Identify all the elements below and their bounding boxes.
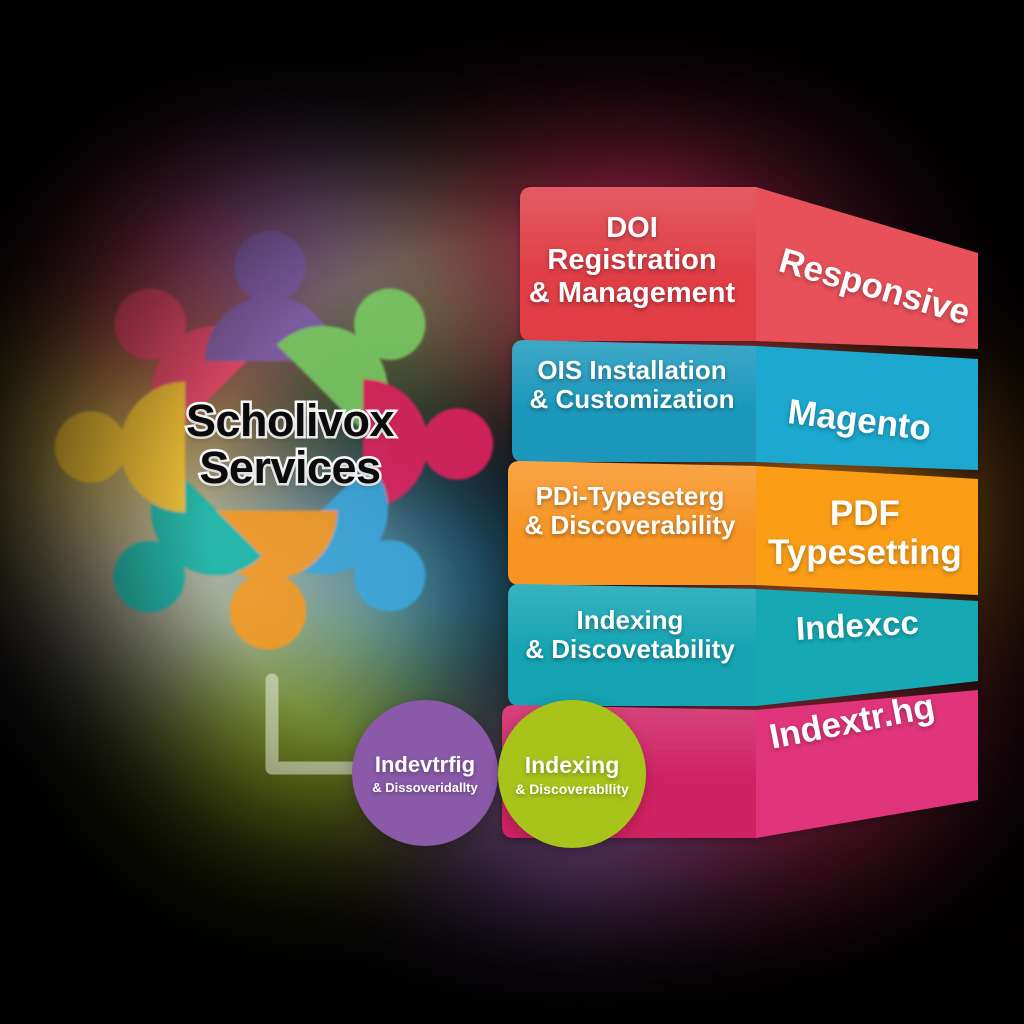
center-title-line2: Services — [197, 441, 384, 494]
circle-indexing[interactable]: Indexing & Discoverabllity — [498, 700, 646, 848]
circle-indevtrfig-title: Indevtrfig — [374, 751, 476, 777]
bar-row-ois-installation[interactable] — [512, 340, 978, 470]
circle-indevtrfig[interactable]: Indevtrfig & Dissoveridallty — [352, 700, 498, 846]
circle-indexing-subtitle: & Discoverabllity — [515, 780, 629, 797]
center-title: Scholivox Services — [140, 395, 440, 494]
center-title-line1: Scholivox — [183, 395, 397, 447]
bar-row-doi-registration[interactable] — [520, 187, 978, 349]
bar-row-pdf-typesetting[interactable] — [508, 461, 978, 595]
bar-row-indexing-discoverability[interactable] — [508, 584, 978, 706]
circle-indexing-title: Indexing — [524, 751, 620, 778]
circle-indevtrfig-subtitle: & Dissoveridallty — [372, 779, 478, 795]
